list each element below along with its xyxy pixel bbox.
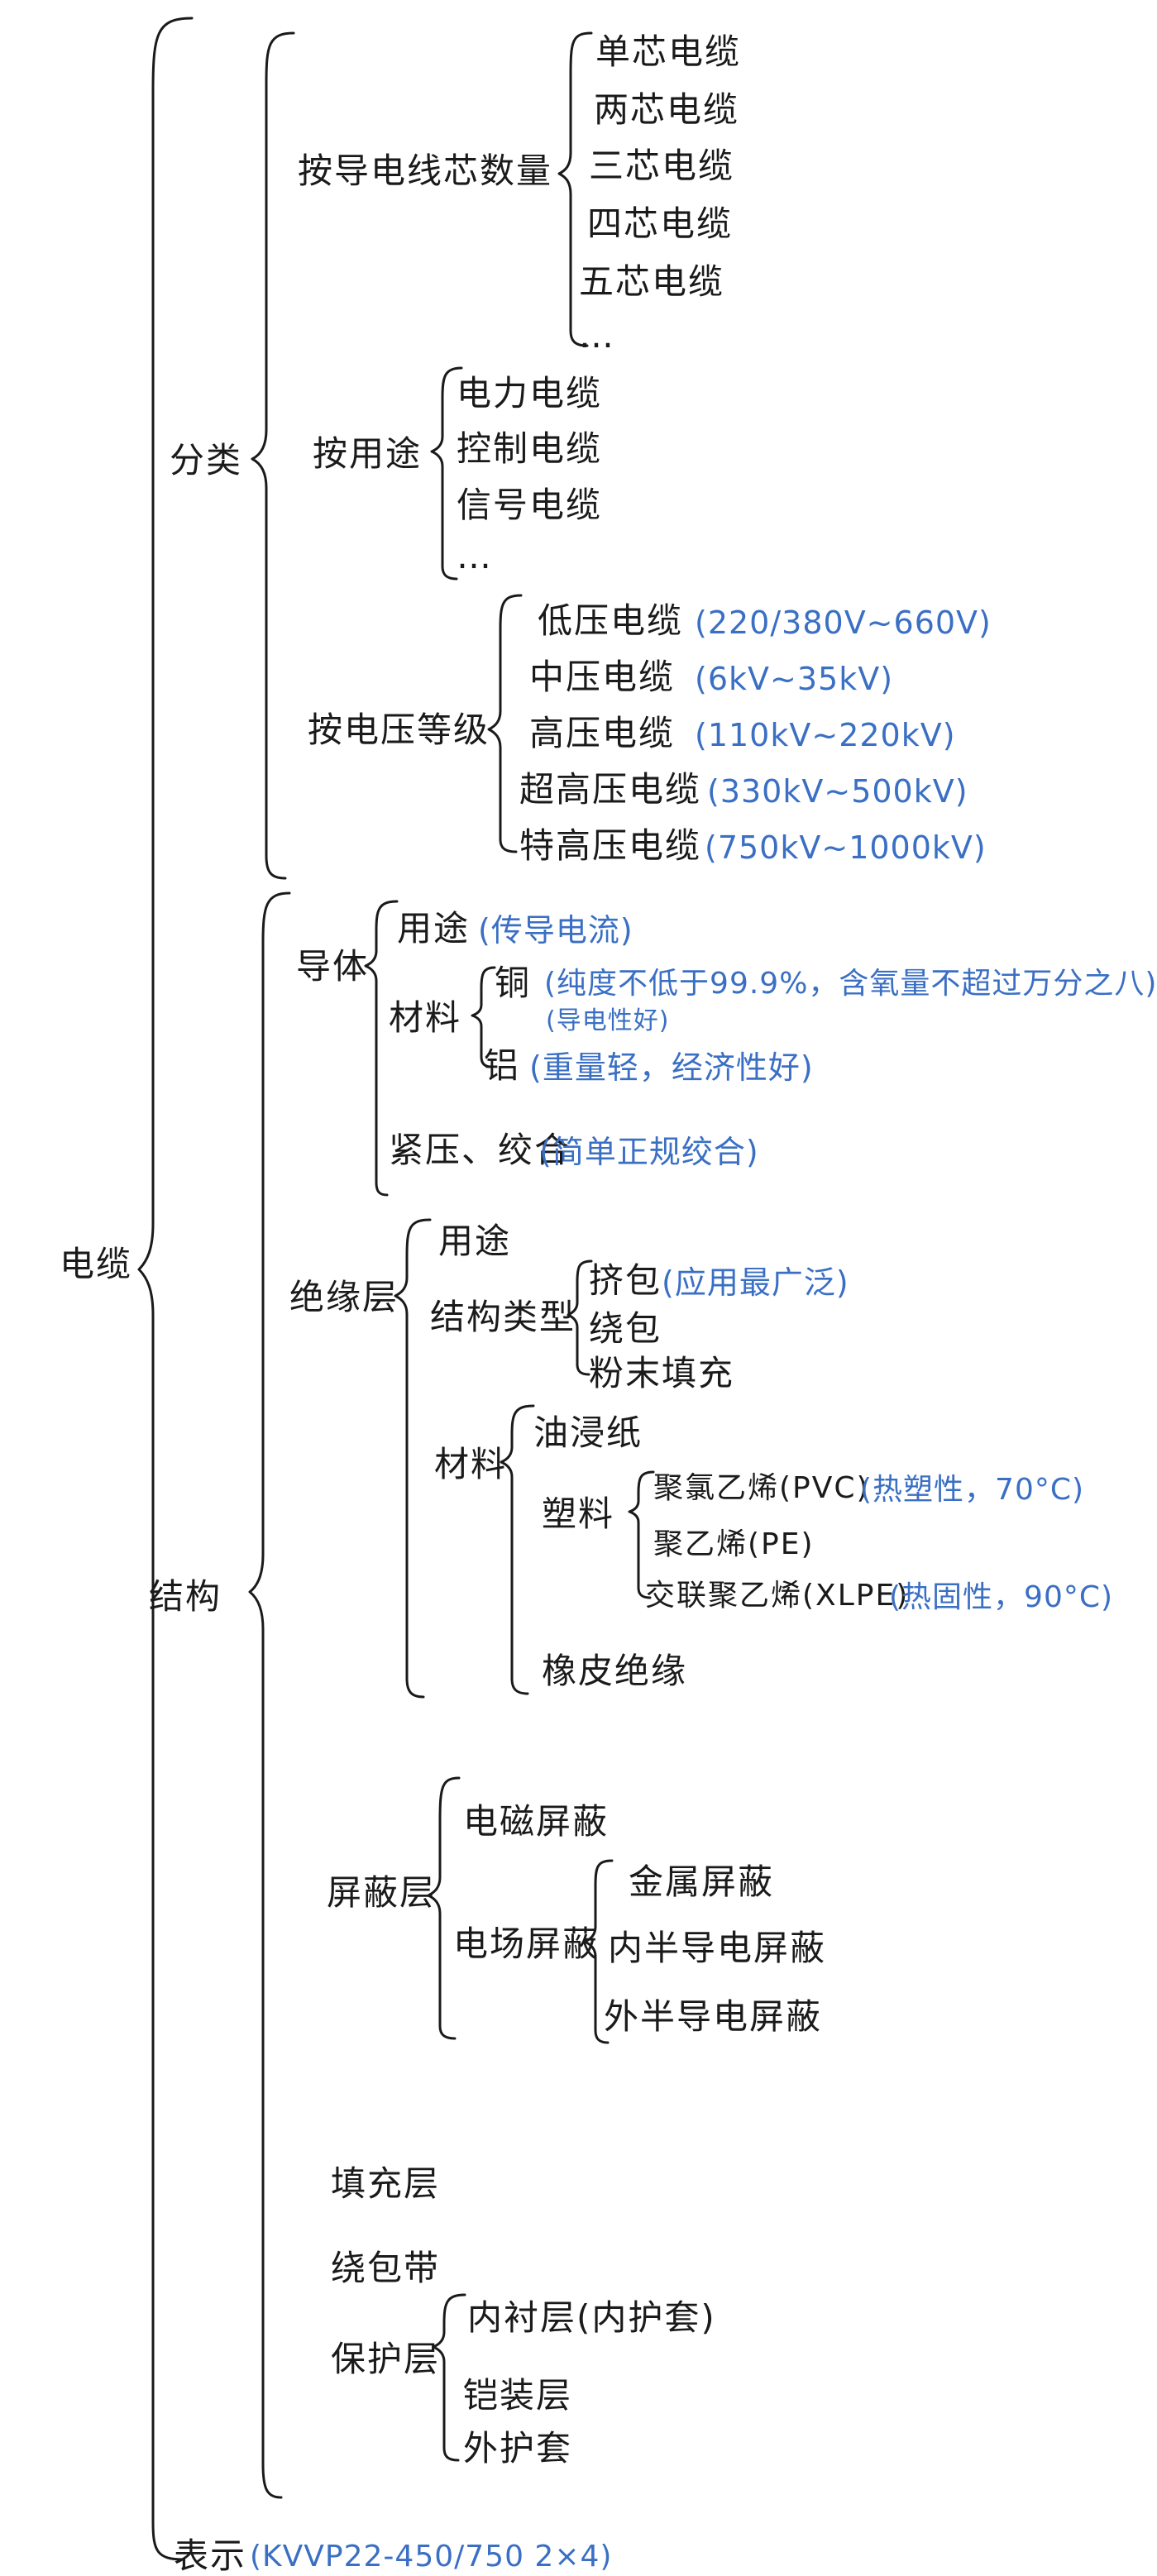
by-voltage-label: 按电压等级	[308, 710, 490, 750]
bracket-by-voltage	[487, 594, 523, 853]
shield-em: 电磁屏蔽	[463, 1801, 610, 1842]
insulation-type-item: 挤包	[589, 1260, 662, 1301]
conductor-compress-note: (简单正规绞合)	[539, 1134, 759, 1170]
protect-item: 内衬层(内护套)	[467, 2297, 716, 2338]
protect-item: 铠装层	[463, 2375, 573, 2416]
voltage-note: (220/380V~660V)	[695, 605, 992, 641]
oil-paper: 油浸纸	[533, 1412, 643, 1453]
structure-label: 结构	[149, 1576, 222, 1617]
insulation-label: 绝缘层	[289, 1277, 399, 1317]
insulation-type-note: (应用最广泛)	[662, 1264, 849, 1301]
rubber: 橡皮绝缘	[542, 1651, 688, 1691]
insulation-use: 用途	[438, 1221, 512, 1261]
bracket-insulation-type	[567, 1259, 593, 1376]
core-item: 三芯电缆	[589, 146, 735, 186]
filler: 填充层	[331, 2163, 441, 2204]
core-item-ellipsis: …	[579, 315, 615, 356]
voltage-item: 低压电缆	[538, 600, 684, 641]
bracket-ef	[583, 1859, 614, 2044]
bracket-conductor	[364, 900, 399, 1197]
bracket-by-use	[430, 366, 463, 581]
core-item: 单芯电缆	[595, 31, 742, 72]
core-item: 两芯电缆	[594, 89, 740, 130]
bracket-lines	[137, 17, 655, 2561]
tape: 绕包带	[331, 2248, 441, 2288]
copper-note-2: (导电性好)	[546, 1006, 670, 1035]
bracket-classification	[251, 31, 295, 880]
notation-note: (KVVP22-450/750 2×4)	[250, 2540, 613, 2574]
insulation-type-item: 粉末填充	[589, 1353, 735, 1393]
plastic-item: 交联聚乙烯(XLPE)	[645, 1579, 910, 1613]
voltage-item: 中压电缆	[529, 657, 676, 697]
plastic-item: 聚乙烯(PE)	[653, 1527, 815, 1561]
voltage-item: 特高压电缆	[519, 825, 702, 866]
plastic-note: (热塑性，70°C)	[860, 1473, 1085, 1507]
core-item: 五芯电缆	[579, 261, 725, 302]
use-item: 电力电缆	[457, 373, 603, 413]
bracket-structure	[248, 891, 291, 2499]
shield-label: 屏蔽层	[327, 1872, 437, 1913]
bracket-protect	[432, 2293, 466, 2462]
insulation-type-item: 绕包	[589, 1308, 662, 1349]
conductor-label: 导体	[296, 946, 370, 987]
bracket-root	[137, 17, 194, 2561]
conductor-use-note: (传导电流)	[478, 912, 633, 949]
conductor-compress: 紧压、绞合	[389, 1130, 571, 1170]
bracket-by-cores	[557, 31, 593, 347]
by-cores-label: 按导电线芯数量	[298, 151, 553, 191]
aluminum: 铝	[484, 1045, 521, 1086]
shield-ef-item: 外半导电屏蔽	[604, 1996, 823, 2037]
voltage-note: (110kV~220kV)	[695, 717, 956, 753]
core-item: 四芯电缆	[587, 203, 734, 244]
bracket-shield	[427, 1776, 461, 2040]
use-item: 控制电缆	[457, 428, 603, 469]
by-use-label: 按用途	[313, 433, 423, 474]
bracket-conductor-material	[471, 966, 496, 1068]
bracket-insulation-material	[500, 1404, 535, 1695]
voltage-item: 高压电缆	[529, 713, 676, 753]
protect-label: 保护层	[331, 2339, 441, 2379]
plastic-item: 聚氯乙烯(PVC)	[653, 1471, 870, 1505]
notation-label: 表示	[174, 2535, 247, 2576]
protect-item: 外护套	[463, 2428, 573, 2468]
mind-map: 电缆 分类 按导电线芯数量 单芯电缆 两芯电缆 三芯电缆 四芯电缆 五芯电缆 ……	[60, 17, 1156, 2576]
voltage-note: (6kV~35kV)	[695, 661, 894, 697]
voltage-note: (750kV~1000kV)	[705, 829, 987, 866]
insulation-material-label: 材料	[434, 1444, 508, 1484]
root-label: 电缆	[60, 1244, 133, 1284]
bracket-plastic	[628, 1470, 655, 1599]
use-item: 信号电缆	[457, 485, 603, 525]
copper: 铜	[495, 963, 532, 1003]
use-item-ellipsis: …	[457, 536, 493, 576]
shield-ef-item: 金属屏蔽	[629, 1862, 775, 1902]
classification-label: 分类	[170, 440, 243, 480]
plastic-note: (热固性，90°C)	[889, 1580, 1114, 1614]
bracket-insulation	[394, 1218, 432, 1699]
conductor-use: 用途	[397, 908, 471, 949]
copper-note: (纯度不低于99.9%，含氧量不超过万分之八)	[544, 967, 1157, 1001]
shield-ef-label: 电场屏蔽	[453, 1924, 600, 1964]
plastic-label: 塑料	[542, 1494, 615, 1534]
shield-ef-item: 内半导电屏蔽	[608, 1928, 827, 1968]
insulation-type-label: 结构类型	[430, 1297, 576, 1337]
aluminum-note: (重量轻，经济性好)	[529, 1049, 814, 1086]
voltage-item: 超高压电缆	[519, 769, 702, 810]
voltage-note: (330kV~500kV)	[707, 773, 968, 810]
conductor-material-label: 材料	[389, 997, 462, 1038]
